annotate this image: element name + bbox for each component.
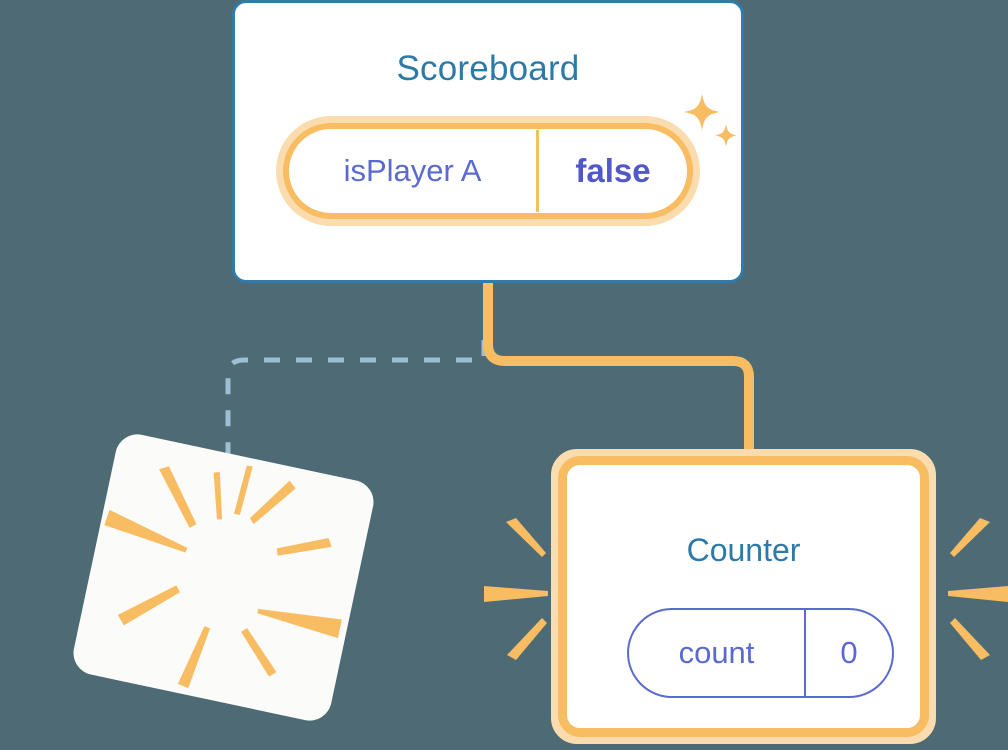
ghost-card[interactable] bbox=[69, 430, 378, 725]
pill-divider bbox=[536, 130, 539, 212]
sparkles-icon bbox=[684, 94, 737, 147]
counter-state-key: count bbox=[678, 635, 755, 670]
counter-right-rays-icon bbox=[948, 518, 1008, 660]
scoreboard-state-key: isPlayer A bbox=[343, 153, 482, 188]
solid-connector bbox=[483, 283, 754, 460]
counter-state-value: 0 bbox=[840, 635, 858, 670]
pill-glow-ring bbox=[276, 116, 700, 226]
pill-body: isPlayer A false bbox=[283, 123, 693, 219]
sparkle-small-icon bbox=[715, 124, 737, 147]
scoreboard-state-pill[interactable]: isPlayer A false bbox=[276, 116, 700, 226]
counter-title: Counter bbox=[686, 532, 801, 568]
counter-card[interactable]: Counter count 0 bbox=[551, 449, 936, 744]
counter-card-body: Counter count 0 bbox=[558, 456, 929, 737]
scoreboard-title: Scoreboard bbox=[396, 49, 580, 88]
sparkle-large-icon bbox=[684, 94, 720, 130]
scoreboard-state-value: false bbox=[575, 152, 651, 189]
counter-pill-divider bbox=[804, 610, 806, 696]
counter-state-pill[interactable]: count 0 bbox=[627, 608, 894, 698]
counter-left-rays-icon bbox=[484, 518, 548, 660]
